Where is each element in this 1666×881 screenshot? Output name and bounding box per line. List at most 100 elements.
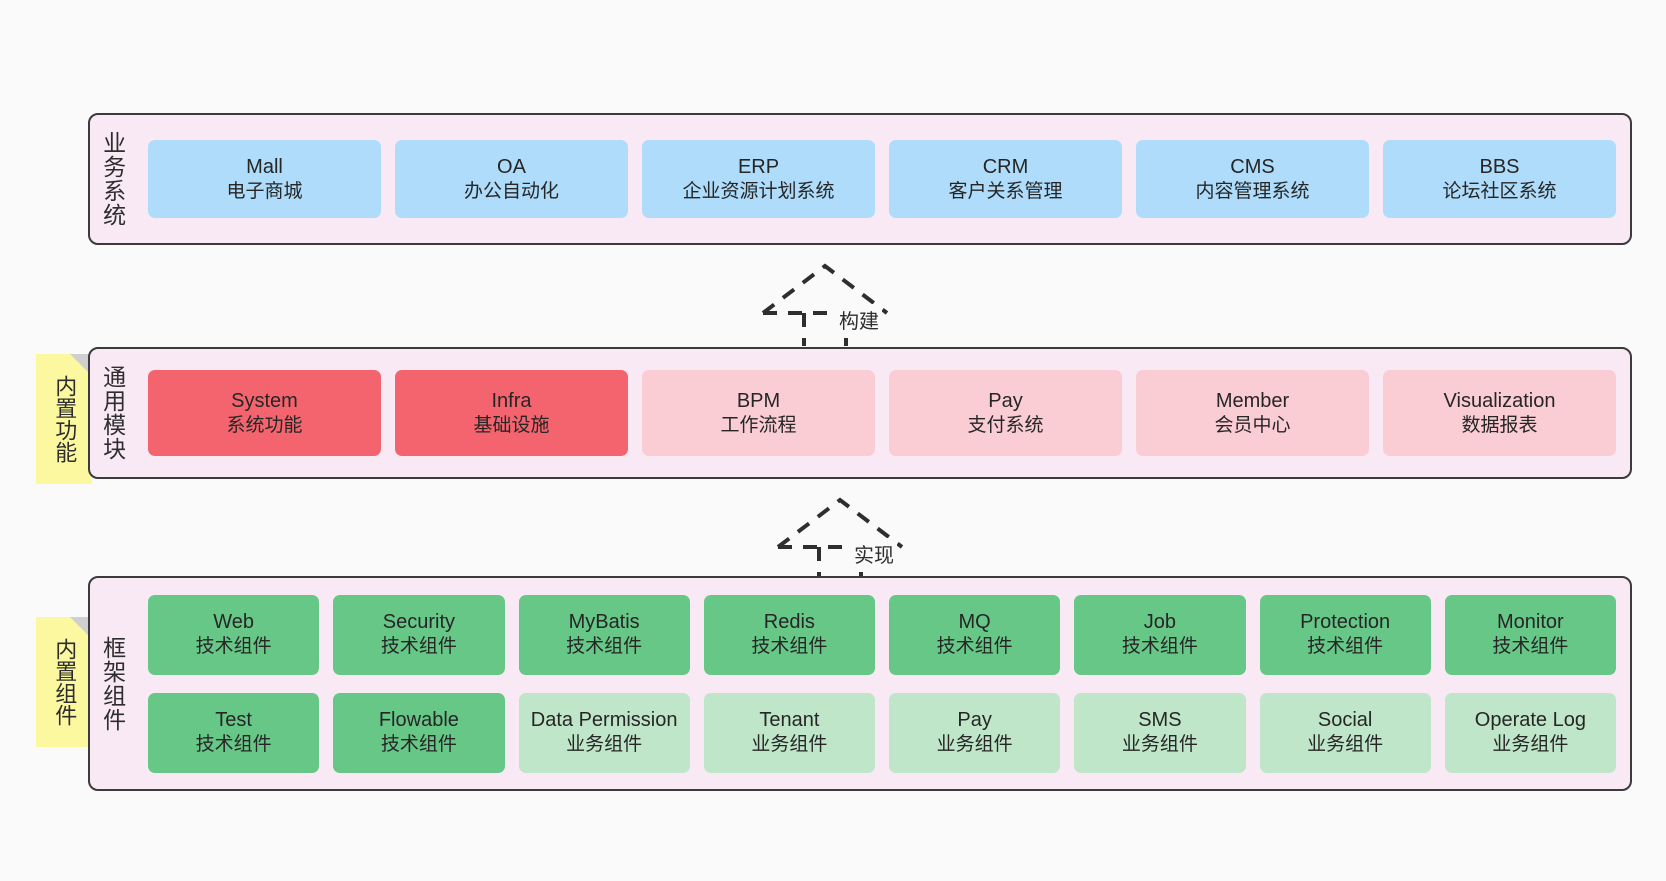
- sticky-note-text: 内置功能: [52, 375, 78, 463]
- card-title: Mall: [246, 155, 283, 178]
- card-title: BPM: [736, 389, 781, 412]
- connector-label-build: 构建: [836, 304, 882, 335]
- card-title: MQ: [958, 611, 991, 634]
- card-operate-log[interactable]: Operate Log 业务组件: [1444, 692, 1616, 773]
- card-protection[interactable]: Protection 技术组件: [1259, 594, 1431, 675]
- card-subtitle: 数据报表: [1461, 414, 1538, 436]
- card-mall[interactable]: Mall 电子商城: [148, 140, 381, 218]
- card-subtitle: 技术组件: [1307, 636, 1384, 658]
- card-title: OA: [497, 155, 526, 178]
- card-pay-business[interactable]: Pay 业务组件: [889, 692, 1061, 773]
- layer-body-business-system: Mall 电子商城 OA 办公自动化 ERP 企业资源计划系统 CRM 客户关系…: [134, 115, 1630, 243]
- card-bpm[interactable]: BPM 工作流程: [642, 370, 875, 456]
- card-web[interactable]: Web 技术组件: [148, 594, 320, 675]
- card-subtitle: 业务组件: [1492, 734, 1569, 756]
- card-subtitle: 论坛社区系统: [1442, 180, 1557, 202]
- card-subtitle: 内容管理系统: [1195, 180, 1310, 202]
- card-erp[interactable]: ERP 企业资源计划系统: [642, 140, 875, 218]
- card-subtitle: 业务组件: [1121, 734, 1198, 756]
- layer-body-framework-component: Web 技术组件 Security 技术组件 MyBatis 技术组件 Redi…: [134, 578, 1630, 789]
- card-title: Visualization: [1443, 389, 1556, 412]
- card-subtitle: 业务组件: [566, 734, 643, 756]
- card-title: SMS: [1138, 709, 1182, 732]
- card-data-permission[interactable]: Data Permission 业务组件: [518, 692, 690, 773]
- sticky-note-builtin-feature: 内置功能: [36, 354, 92, 484]
- card-tenant[interactable]: Tenant 业务组件: [703, 692, 875, 773]
- card-title: Member: [1215, 389, 1290, 412]
- card-security[interactable]: Security 技术组件: [333, 594, 505, 675]
- card-title: Security: [382, 611, 455, 634]
- card-title: Redis: [763, 611, 815, 634]
- card-subtitle: 技术组件: [936, 636, 1013, 658]
- card-title: Flowable: [378, 709, 459, 732]
- card-title: Test: [215, 709, 252, 732]
- card-flowable[interactable]: Flowable 技术组件: [333, 692, 505, 773]
- card-oa[interactable]: OA 办公自动化: [395, 140, 628, 218]
- card-mq[interactable]: MQ 技术组件: [889, 594, 1061, 675]
- card-subtitle: 技术组件: [751, 636, 828, 658]
- card-subtitle: 技术组件: [195, 734, 272, 756]
- sticky-note-builtin-component: 内置组件: [36, 617, 92, 747]
- card-title: Pay: [957, 709, 992, 732]
- card-subtitle: 技术组件: [380, 636, 457, 658]
- card-subtitle: 系统功能: [226, 414, 303, 436]
- card-test[interactable]: Test 技术组件: [148, 692, 320, 773]
- card-subtitle: 业务组件: [751, 734, 828, 756]
- card-subtitle: 基础设施: [473, 414, 550, 436]
- card-mybatis[interactable]: MyBatis 技术组件: [518, 594, 690, 675]
- card-pay[interactable]: Pay 支付系统: [889, 370, 1122, 456]
- card-subtitle: 电子商城: [226, 180, 303, 202]
- card-subtitle: 技术组件: [380, 734, 457, 756]
- card-title: System: [231, 389, 298, 412]
- layer-label-framework-component: 框架组件: [99, 635, 126, 732]
- card-title: Job: [1143, 611, 1176, 634]
- card-bbs[interactable]: BBS 论坛社区系统: [1383, 140, 1616, 218]
- connector-implement: 实现: [770, 492, 940, 580]
- card-subtitle: 客户关系管理: [948, 180, 1063, 202]
- card-subtitle: 业务组件: [1307, 734, 1384, 756]
- card-title: Social: [1317, 709, 1373, 732]
- card-subtitle: 技术组件: [566, 636, 643, 658]
- card-title: Data Permission: [530, 709, 678, 732]
- layer-body-common-module: System 系统功能 Infra 基础设施 BPM 工作流程 Pay 支付系统…: [134, 349, 1630, 477]
- card-title: ERP: [737, 155, 780, 178]
- layer-common-module: 通用模块 System 系统功能 Infra 基础设施 BPM 工作流程 Pay…: [88, 347, 1632, 479]
- layer-label-business-system: 业务系统: [99, 131, 126, 227]
- layer-business-system: 业务系统 Mall 电子商城 OA 办公自动化 ERP 企业资源计划系统 CRM…: [88, 113, 1632, 245]
- card-title: CMS: [1230, 155, 1275, 178]
- card-subtitle: 技术组件: [1492, 636, 1569, 658]
- card-crm[interactable]: CRM 客户关系管理: [889, 140, 1122, 218]
- card-subtitle: 支付系统: [967, 414, 1044, 436]
- card-title: Pay: [988, 389, 1023, 412]
- card-title: MyBatis: [568, 611, 640, 634]
- layer-framework-component: 框架组件 Web 技术组件 Security 技术组件 MyBatis 技术组件…: [88, 576, 1632, 791]
- card-subtitle: 会员中心: [1214, 414, 1291, 436]
- card-title: Web: [213, 611, 254, 634]
- connector-build: 构建: [755, 258, 925, 346]
- card-title: Monitor: [1497, 611, 1564, 634]
- framework-row-business: Test 技术组件 Flowable 技术组件 Data Permission …: [148, 692, 1616, 773]
- card-subtitle: 技术组件: [195, 636, 272, 658]
- card-subtitle: 业务组件: [936, 734, 1013, 756]
- card-monitor[interactable]: Monitor 技术组件: [1444, 594, 1616, 675]
- card-sms[interactable]: SMS 业务组件: [1074, 692, 1246, 773]
- card-job[interactable]: Job 技术组件: [1074, 594, 1246, 675]
- card-member[interactable]: Member 会员中心: [1136, 370, 1369, 456]
- card-visualization[interactable]: Visualization 数据报表: [1383, 370, 1616, 456]
- sticky-note-text: 内置组件: [52, 638, 78, 726]
- card-subtitle: 工作流程: [720, 414, 797, 436]
- card-title: Tenant: [759, 709, 820, 732]
- card-system[interactable]: System 系统功能: [148, 370, 381, 456]
- card-social[interactable]: Social 业务组件: [1259, 692, 1431, 773]
- card-title: Infra: [491, 389, 532, 412]
- card-cms[interactable]: CMS 内容管理系统: [1136, 140, 1369, 218]
- card-redis[interactable]: Redis 技术组件: [703, 594, 875, 675]
- layer-label-common-module: 通用模块: [99, 365, 126, 461]
- card-infra[interactable]: Infra 基础设施: [395, 370, 628, 456]
- card-subtitle: 技术组件: [1121, 636, 1198, 658]
- card-title: BBS: [1479, 155, 1520, 178]
- card-title: Operate Log: [1474, 709, 1586, 732]
- framework-row-technical: Web 技术组件 Security 技术组件 MyBatis 技术组件 Redi…: [148, 594, 1616, 675]
- card-subtitle: 办公自动化: [463, 180, 559, 202]
